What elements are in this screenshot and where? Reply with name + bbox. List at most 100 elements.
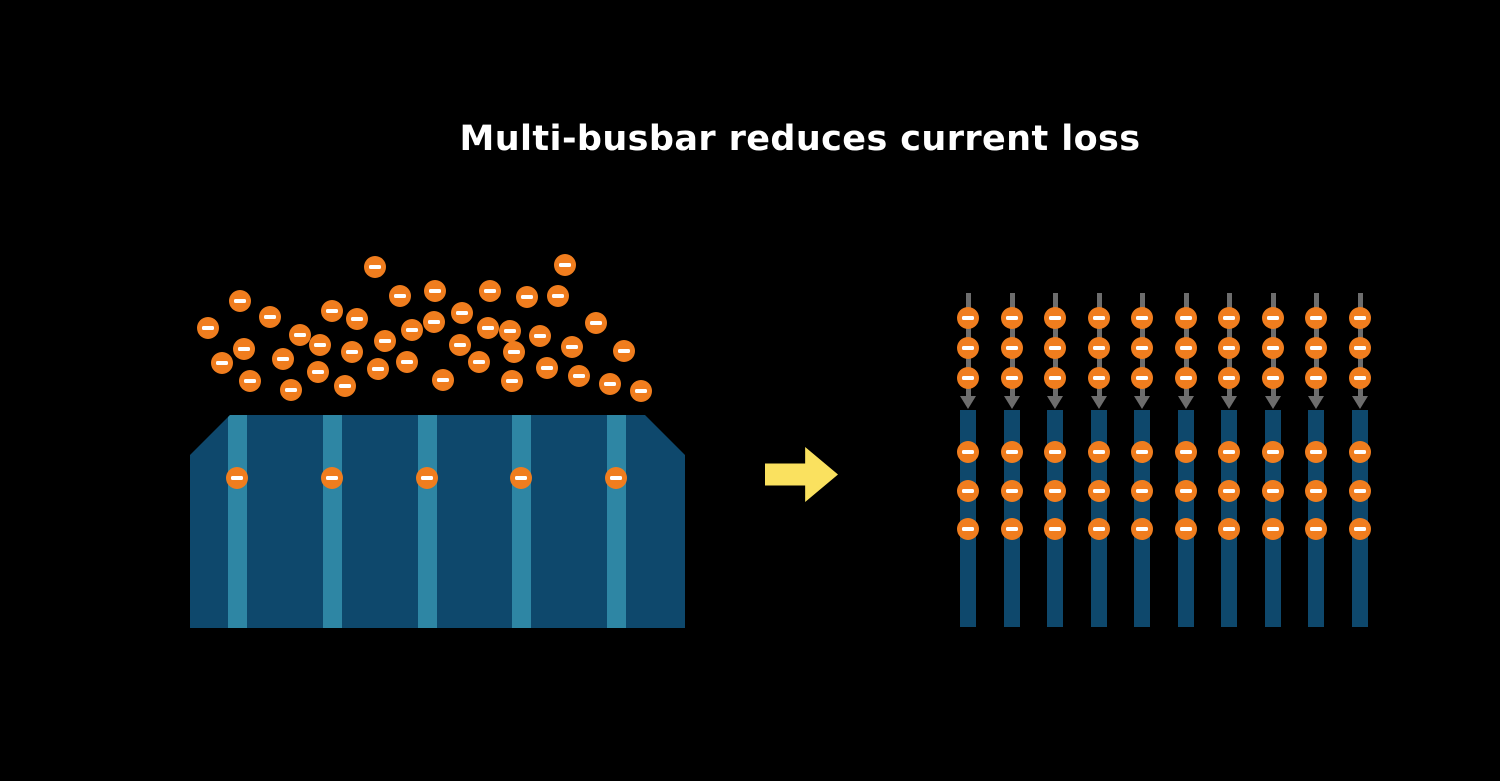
free-electron <box>211 352 233 374</box>
minus-icon <box>1180 527 1192 531</box>
incoming-electron <box>1262 337 1284 359</box>
flow-arrow-head-icon <box>1352 396 1368 409</box>
free-electron <box>307 361 329 383</box>
free-electron <box>449 334 471 356</box>
minus-icon <box>346 350 358 354</box>
incoming-electron <box>1218 367 1240 389</box>
incoming-electron <box>1088 337 1110 359</box>
incoming-electron <box>1131 337 1153 359</box>
minus-icon <box>1136 450 1148 454</box>
incoming-electron <box>1088 307 1110 329</box>
free-electron <box>568 365 590 387</box>
minus-icon <box>962 450 974 454</box>
free-electron <box>561 336 583 358</box>
incoming-electron <box>1044 337 1066 359</box>
minus-icon <box>618 349 630 353</box>
minus-icon <box>962 489 974 493</box>
minus-icon <box>552 294 564 298</box>
minus-icon <box>1006 527 1018 531</box>
minus-icon <box>1006 489 1018 493</box>
incoming-electron <box>1262 307 1284 329</box>
busbar <box>323 415 342 628</box>
incoming-electron <box>1218 307 1240 329</box>
incoming-electron <box>1262 367 1284 389</box>
minus-icon <box>1267 346 1279 350</box>
minus-icon <box>1006 346 1018 350</box>
incoming-electron <box>1349 367 1371 389</box>
free-electron <box>554 254 576 276</box>
busbar <box>228 415 247 628</box>
flow-arrow-head-icon <box>1134 396 1150 409</box>
collected-electron <box>957 480 979 502</box>
incoming-electron <box>957 337 979 359</box>
free-electron <box>259 306 281 328</box>
minus-icon <box>1136 376 1148 380</box>
minus-icon <box>610 476 622 480</box>
collected-electron <box>1305 518 1327 540</box>
collected-electron <box>1175 441 1197 463</box>
minus-icon <box>1093 316 1105 320</box>
incoming-electron <box>1175 367 1197 389</box>
minus-icon <box>406 328 418 332</box>
minus-icon <box>314 343 326 347</box>
minus-icon <box>1223 346 1235 350</box>
minus-icon <box>394 294 406 298</box>
minus-icon <box>1223 489 1235 493</box>
free-electron <box>630 380 652 402</box>
diagram-title: Multi-busbar reduces current loss <box>459 119 1141 159</box>
free-electron <box>229 290 251 312</box>
incoming-electron <box>957 307 979 329</box>
free-electron <box>479 280 501 302</box>
free-electron <box>499 320 521 342</box>
minus-icon <box>238 347 250 351</box>
minus-icon <box>285 388 297 392</box>
minus-icon <box>428 320 440 324</box>
minus-icon <box>326 476 338 480</box>
minus-icon <box>1006 450 1018 454</box>
free-electron <box>477 317 499 339</box>
minus-icon <box>1136 489 1148 493</box>
minus-icon <box>1136 346 1148 350</box>
free-electron <box>309 334 331 356</box>
minus-icon <box>484 289 496 293</box>
busbar-electron <box>605 467 627 489</box>
minus-icon <box>1267 527 1279 531</box>
free-electron <box>613 340 635 362</box>
collected-electron <box>1088 518 1110 540</box>
minus-icon <box>1180 316 1192 320</box>
free-electron <box>334 375 356 397</box>
minus-icon <box>604 382 616 386</box>
free-electron <box>389 285 411 307</box>
minus-icon <box>1093 527 1105 531</box>
free-electron <box>280 379 302 401</box>
collected-electron <box>1218 441 1240 463</box>
minus-icon <box>1093 346 1105 350</box>
minus-icon <box>1180 376 1192 380</box>
minus-icon <box>401 360 413 364</box>
collected-electron <box>1001 480 1023 502</box>
free-electron <box>451 302 473 324</box>
incoming-electron <box>1088 367 1110 389</box>
flow-arrow-head-icon <box>1091 396 1107 409</box>
minus-icon <box>506 379 518 383</box>
minus-icon <box>294 333 306 337</box>
busbar <box>607 415 626 628</box>
collected-electron <box>1262 518 1284 540</box>
collected-electron <box>1131 518 1153 540</box>
minus-icon <box>437 378 449 382</box>
free-electron <box>423 311 445 333</box>
minus-icon <box>1354 527 1366 531</box>
collected-electron <box>1088 480 1110 502</box>
free-electron <box>396 351 418 373</box>
incoming-electron <box>1349 337 1371 359</box>
minus-icon <box>421 476 433 480</box>
minus-icon <box>1354 316 1366 320</box>
minus-icon <box>566 345 578 349</box>
minus-icon <box>234 299 246 303</box>
minus-icon <box>962 527 974 531</box>
collected-electron <box>1218 480 1240 502</box>
busbar-electron <box>321 467 343 489</box>
free-electron <box>529 325 551 347</box>
minus-icon <box>521 295 533 299</box>
collected-electron <box>1175 480 1197 502</box>
